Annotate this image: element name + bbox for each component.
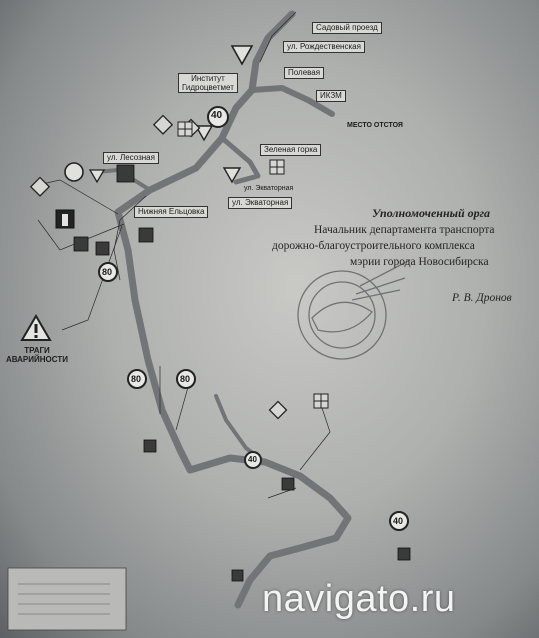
speed-limit-sign-top bbox=[207, 106, 229, 128]
institut-line-1: Институт bbox=[191, 74, 225, 83]
legend-panel bbox=[7, 567, 127, 631]
speed-limit-label-mid1: 80 bbox=[131, 374, 142, 384]
yield-sign-icon bbox=[88, 45, 254, 184]
speed-limit-label-left: 80 bbox=[102, 267, 113, 277]
street-label-sadovy: Садовый проезд bbox=[312, 22, 382, 34]
document-title: Уполномоченный орга bbox=[372, 206, 491, 220]
crosswalk-sign-icon bbox=[73, 164, 411, 582]
official-stamp bbox=[297, 259, 411, 360]
speed-limit-sign-mid1 bbox=[127, 369, 147, 389]
speed-limit-sign-mid2 bbox=[176, 369, 196, 389]
street-label-zelenaya-gorka: Зеленая горка bbox=[260, 144, 322, 156]
document-line-2: дорожно-благоустроительного комплекса bbox=[272, 240, 475, 252]
road-ekvatornaya bbox=[219, 135, 261, 185]
speed-limit-label-top: 40 bbox=[211, 110, 223, 121]
street-label-mesto-otstoya: МЕСТО ОТСТОЯ bbox=[347, 122, 403, 129]
street-label-nizhnyaya-eltsovka: Нижняя Ельцовка bbox=[134, 206, 209, 218]
street-label-ikzm: ИКЗМ bbox=[316, 90, 346, 102]
grid-sign-icon bbox=[177, 121, 329, 409]
institut-line-2: Гидроцветмет bbox=[182, 83, 234, 92]
speed-limit-sign-left bbox=[98, 262, 118, 282]
road-lower-branch bbox=[214, 394, 264, 462]
speed-limit-label-mid2: 80 bbox=[180, 374, 191, 384]
speed-limit-sign-lower bbox=[244, 451, 262, 469]
street-label-rozhdestvenskaya: ул. Рождественская bbox=[283, 41, 365, 53]
street-label-lesoznaya: ул. Лесозная bbox=[103, 152, 159, 164]
street-label-ekvatornaya: ул. Экваторная bbox=[228, 197, 293, 209]
document-signature: Р. В. Дронов bbox=[452, 292, 512, 304]
dark-square-sign-icon bbox=[55, 209, 75, 229]
document-line-3: мэрии города Новосибирска bbox=[350, 256, 489, 268]
street-label-institut: Институт Гидроцветмет bbox=[178, 73, 238, 93]
street-label-polevaya: Полевая bbox=[284, 67, 325, 79]
speed-limit-label-right: 40 bbox=[393, 516, 404, 526]
watermark: navigato.ru bbox=[262, 578, 456, 620]
road-main-route bbox=[114, 10, 352, 609]
speed-limit-label-lower: 40 bbox=[248, 455, 257, 464]
street-label-ekvatornaya-small: ул. Экваторная bbox=[244, 185, 294, 192]
hazard-label-line-1: ТРАГИ bbox=[24, 346, 50, 355]
document-line-1: Начальник департамента транспорта bbox=[314, 224, 495, 236]
road-polevaya bbox=[249, 85, 335, 117]
warning-sign-icon bbox=[20, 314, 52, 341]
hazard-label-line-2: АВАРИЙНОСТИ bbox=[6, 355, 68, 364]
hazard-label: ТРАГИ АВАРИЙНОСТИ bbox=[6, 346, 68, 364]
round-sign-icon bbox=[64, 162, 84, 182]
speed-limit-sign-right bbox=[389, 511, 409, 531]
